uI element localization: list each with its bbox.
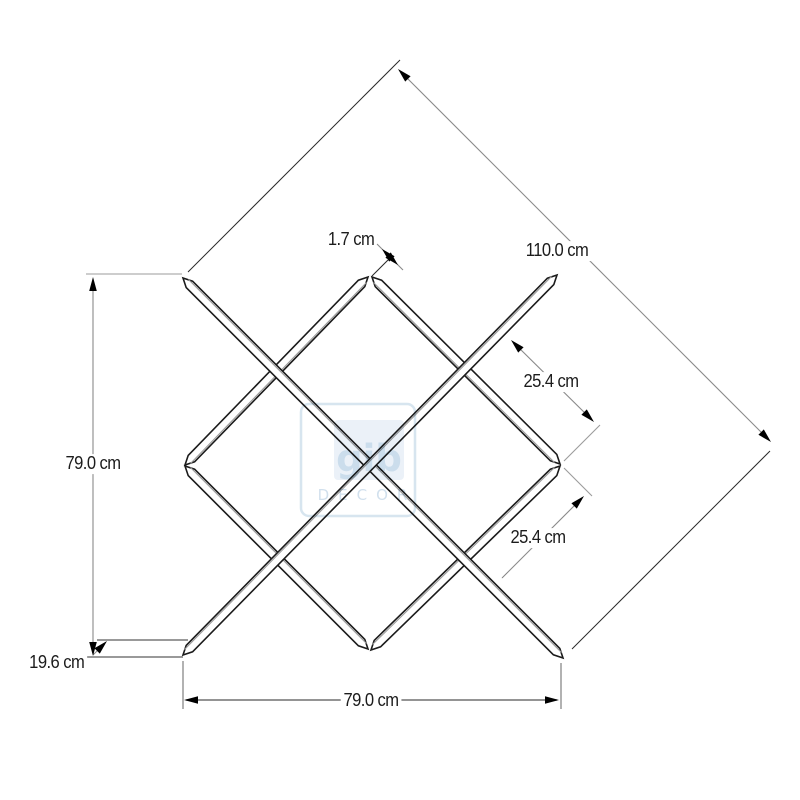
label-diagonal-length: 110.0 cm (523, 240, 591, 261)
arrow-width-right (545, 696, 559, 704)
label-width: 79.0 cm (340, 690, 402, 711)
ext-diagonal-top (187, 59, 401, 273)
label-shelf-spacing-lower: 25.4 cm (507, 527, 569, 548)
watermark-inner-square (334, 420, 404, 480)
arrow-110-top (398, 69, 411, 82)
label-depth: 19.6 cm (26, 652, 87, 673)
arrow-25l-upper (571, 496, 584, 509)
ext-corner-down (563, 467, 593, 497)
label-height: 79.0 cm (62, 453, 124, 474)
arrow-thickness-b (382, 249, 395, 262)
ext-corner-up (563, 424, 601, 462)
arrow-width-left (184, 696, 198, 704)
dimension-lines (92, 71, 770, 701)
watermark-logo-text: gib (336, 437, 402, 480)
arrow-25u-upper (511, 340, 524, 353)
watermark: gib DECOR (299, 402, 417, 518)
arrow-25l-lower (499, 568, 512, 581)
ext-diagonal-bottom (571, 450, 771, 650)
arrow-depth-small (94, 641, 107, 654)
arrow-110-bottom (758, 429, 771, 442)
watermark-wordmark: DECOR (318, 486, 417, 504)
arrow-25u-lower (581, 409, 594, 422)
extension-lines (86, 59, 771, 709)
watermark-outer-frame (299, 402, 417, 518)
arrowheads (89, 69, 771, 704)
label-shelf-spacing-upper: 25.4 cm (520, 371, 582, 392)
arrow-height-top (89, 277, 97, 291)
arrow-height-bottom (89, 642, 97, 656)
label-board-thickness: 1.7 cm (325, 229, 377, 250)
